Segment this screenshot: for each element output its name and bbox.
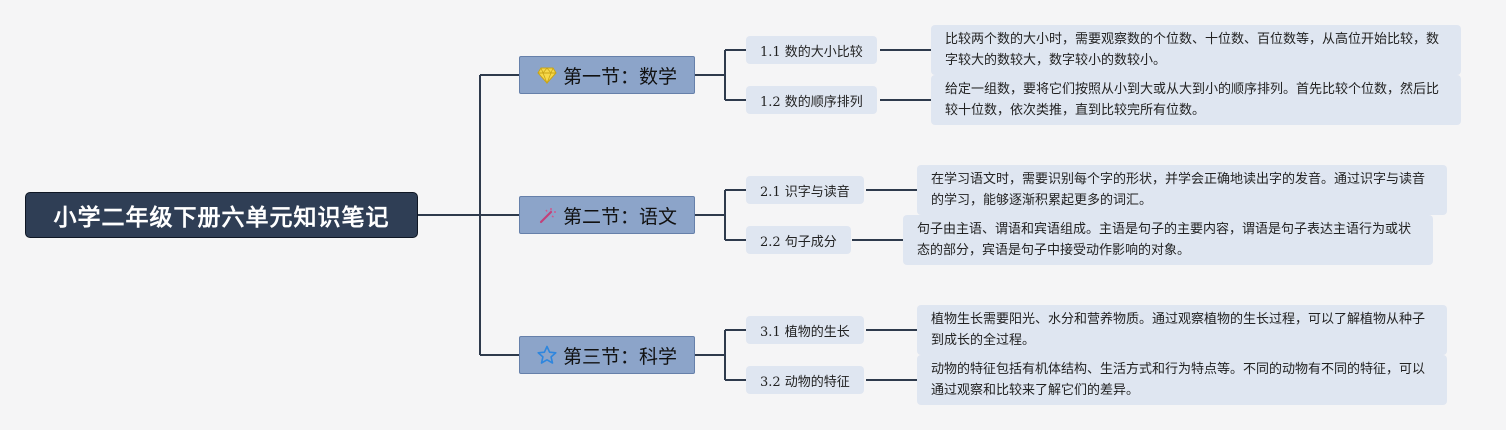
topic-3-1[interactable]: 3.1 植物的生长 [746,316,864,344]
topic-2-1[interactable]: 2.1 识字与读音 [746,176,864,204]
root-topic[interactable]: 小学二年级下册六单元知识笔记 [25,192,418,238]
note-3-2[interactable]: 动物的特征包括有机体结构、生活方式和行为特点等。不同的动物有不同的特征，可以通过… [917,355,1447,405]
topic-3-2[interactable]: 3.2 动物的特征 [746,366,864,394]
section-3-topic[interactable]: 第三节：科学 [519,336,695,374]
topic-1-1[interactable]: 1.1 数的大小比较 [746,36,877,64]
note-2-2[interactable]: 句子由主语、谓语和宾语组成。主语是句子的主要内容，谓语是句子表达主语行为或状态的… [903,215,1433,265]
section-2-title: 第二节：语文 [562,205,677,228]
diamond-icon [537,65,557,85]
topic-1-2[interactable]: 1.2 数的顺序排列 [746,86,877,114]
note-1-2[interactable]: 给定一组数，要将它们按照从小到大或从大到小的顺序排列。首先比较个位数，然后比较十… [931,75,1461,125]
topic-2-2[interactable]: 2.2 句子成分 [746,226,851,254]
section-1-topic[interactable]: 第一节：数学 [519,56,695,94]
note-2-1[interactable]: 在学习语文时，需要识别每个字的形状，并学会正确地读出字的发音。通过识字与读音的学… [917,165,1447,215]
magic-wand-icon [537,205,557,225]
note-3-1[interactable]: 植物生长需要阳光、水分和营养物质。通过观察植物的生长过程，可以了解植物从种子到成… [917,305,1447,355]
section-1-title: 第一节：数学 [562,65,677,88]
star-icon [537,345,557,365]
section-2-topic[interactable]: 第二节：语文 [519,196,695,234]
note-1-1[interactable]: 比较两个数的大小时，需要观察数的个位数、十位数、百位数等，从高位开始比较，数字较… [931,25,1461,75]
section-3-title: 第三节：科学 [562,345,677,368]
